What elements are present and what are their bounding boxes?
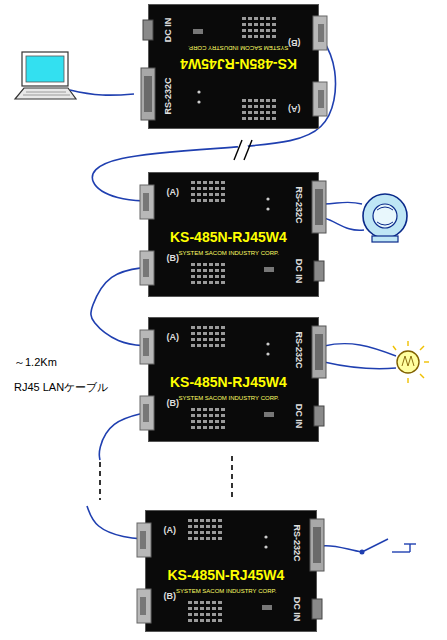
terminal-block [188, 519, 222, 540]
terminal-block [188, 601, 222, 622]
db9-shell [315, 334, 323, 370]
cable-break-mark [234, 140, 252, 160]
led [264, 545, 267, 548]
dc-jack [312, 599, 322, 619]
rj45-slot [318, 90, 324, 108]
converter-device: (A) (B) KS-485N-RJ45W4SYSTEM SACOM INDUSTR… [148, 317, 319, 442]
db9-connector [312, 181, 326, 233]
lamp-symbol [324, 341, 429, 383]
led [264, 535, 267, 538]
connector-label: DC IN [164, 18, 174, 43]
rj45-jack [140, 330, 154, 364]
converter-device: (A) (B) KS-485N-RJ45W4 SYSTEM SACOM INDUSTR… [148, 4, 319, 129]
model-name: KS-485N-RJ45W4 [170, 230, 287, 245]
converter-device: (A) (B) KS-485N-RJ45W4SYSTEM SACOM INDUSTR… [145, 510, 317, 632]
rj45-jack [313, 16, 327, 50]
cable-note: ～1.2Km [12, 356, 59, 369]
terminal-block [191, 263, 225, 284]
maker-name: SYSTEM SACOM INDUSTRY CORP. [179, 250, 279, 257]
rj45-slot [143, 338, 149, 356]
port-label: (A) [167, 188, 180, 198]
cable-note: RJ45 LANケーブル [12, 381, 110, 394]
port-label: (B) [167, 399, 180, 409]
model-name: KS-485N-RJ45W4 [168, 568, 285, 583]
db9-connector [310, 519, 324, 571]
db9-shell [144, 76, 152, 112]
connector-label: RS-232C [293, 186, 303, 223]
maker-name: SYSTEM SACOM INDUSTRY CORP. [179, 395, 279, 402]
led [266, 207, 269, 210]
break-dashes [100, 456, 232, 500]
model-name: KS-485N-RJ45W4 [170, 375, 287, 390]
switch-symbol [321, 539, 416, 554]
rj45-jack [313, 82, 327, 116]
port-label: (B) [164, 592, 177, 602]
laptop-icon [15, 52, 76, 99]
connector-label: RS-232C [293, 331, 303, 368]
rj45-jack [137, 523, 151, 557]
rj45-jack [137, 589, 151, 623]
rs232c-cable [70, 90, 134, 95]
maker-name: SYSTEM SACOM INDUSTRY CORP. [176, 588, 276, 595]
terminal-block [191, 181, 225, 202]
lan-cable [87, 412, 148, 539]
connector-label: DC IN [291, 597, 301, 622]
db9-connector [141, 68, 155, 120]
dip-switch [193, 29, 203, 34]
rj45-slot [140, 531, 146, 549]
rj45-slot [140, 597, 146, 615]
fan-symbol [324, 194, 407, 242]
lan-cable [91, 267, 148, 346]
rj45-slot [143, 404, 149, 422]
dip-switch [262, 605, 272, 610]
rj45-slot [143, 193, 149, 211]
rj45-slot [143, 259, 149, 277]
port-label: (A) [167, 333, 180, 343]
rj45-jack [140, 396, 154, 430]
rj45-jack [140, 251, 154, 285]
port-label: (A) [288, 103, 301, 113]
db9-connector [312, 326, 326, 378]
dip-switch [264, 267, 274, 272]
led [266, 342, 269, 345]
led [266, 352, 269, 355]
port-label: (A) [164, 526, 177, 536]
port-label: (B) [288, 37, 301, 47]
maker-name: SYSTEM SACOM INDUSTRY CORP. [188, 45, 288, 52]
rj45-jack [140, 185, 154, 219]
terminal-block [242, 99, 276, 120]
db9-shell [313, 527, 321, 563]
led [197, 100, 200, 103]
connector-label: RS-232C [164, 78, 174, 115]
connector-label: RS-232C [291, 524, 301, 561]
rj45-slot [318, 24, 324, 42]
terminal-block [191, 326, 225, 347]
port-label: (B) [167, 254, 180, 264]
connector-label: DC IN [293, 404, 303, 429]
dip-switch [264, 412, 274, 417]
model-name: KS-485N-RJ45W4 [180, 56, 297, 71]
terminal-block [242, 17, 276, 38]
db9-shell [315, 189, 323, 225]
led [197, 90, 200, 93]
dc-jack [314, 406, 324, 426]
dc-jack [143, 20, 153, 40]
converter-device: (A) (B) KS-485N-RJ45W4SYSTEM SACOM INDUSTR… [148, 172, 319, 297]
connector-label: DC IN [293, 259, 303, 284]
dc-jack [314, 261, 324, 281]
terminal-block [191, 408, 225, 429]
led [266, 197, 269, 200]
